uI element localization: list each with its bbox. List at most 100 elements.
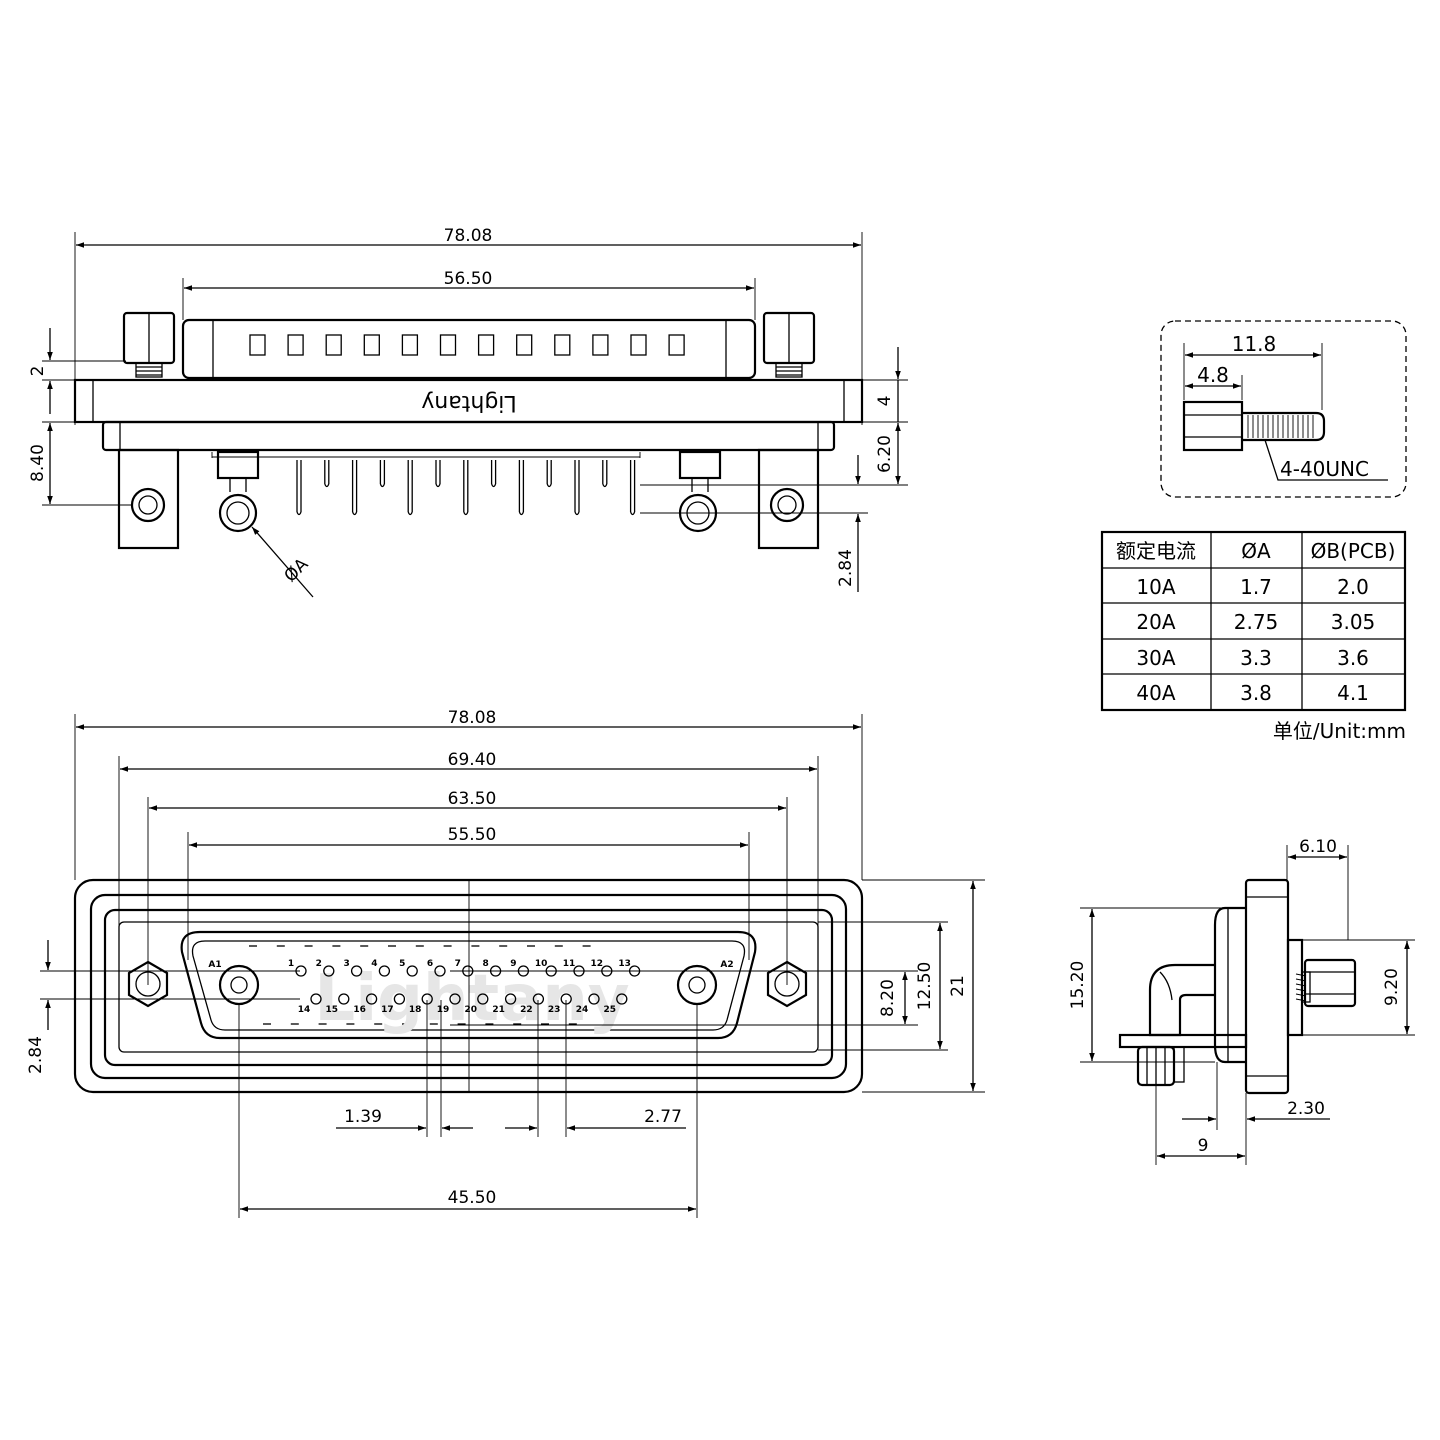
pin-number: 4 xyxy=(371,959,377,969)
pin-number: 20 xyxy=(465,1005,478,1015)
pin-number: 18 xyxy=(409,1005,422,1015)
dim-pitch-a-label: 1.39 xyxy=(344,1107,382,1127)
signal-pin: 3 xyxy=(343,959,363,977)
left-coax-terminal xyxy=(216,450,260,533)
pcb-pin xyxy=(324,460,330,488)
table-cell: 10A xyxy=(1136,575,1175,599)
side-rear-housing xyxy=(1213,906,1246,1064)
table-cell: 3.05 xyxy=(1331,610,1376,634)
dim-side-bottom-large-label: 9 xyxy=(1198,1136,1209,1156)
table-cell: 4.1 xyxy=(1337,681,1369,705)
dim-front-right-shell-label: 12.50 xyxy=(915,962,935,1011)
screw-detail-frame xyxy=(1160,320,1407,498)
signal-pin: 16 xyxy=(353,993,378,1015)
signal-pin: 1 xyxy=(288,959,307,977)
pcb-pins xyxy=(296,460,636,516)
pin-number: 11 xyxy=(563,959,576,969)
pcb-pin xyxy=(574,460,580,516)
table-header-phi-b: ØB(PCB) xyxy=(1311,539,1396,563)
right-hex-nut xyxy=(766,960,808,1008)
pcb-pin xyxy=(379,460,386,488)
contact-slot xyxy=(668,334,685,356)
table-cell: 40A xyxy=(1136,681,1175,705)
table-cell: 2.75 xyxy=(1234,610,1279,634)
signal-pin: 15 xyxy=(326,993,350,1015)
dim-top-overall-label: 78.08 xyxy=(444,226,493,246)
dim-top-shell-label: 56.50 xyxy=(444,269,493,289)
left-hex-nut xyxy=(127,960,169,1008)
signal-pin: 4 xyxy=(371,959,391,977)
pin-number: 19 xyxy=(437,1005,450,1015)
left-board-bracket xyxy=(117,448,180,550)
pin-number: 23 xyxy=(548,1005,561,1015)
label-a1: A1 xyxy=(208,960,221,970)
d-shell-inner xyxy=(191,940,746,1031)
front-flange-mid xyxy=(89,893,848,1080)
dim-side-top-label: 6.10 xyxy=(1299,837,1337,857)
dim-side-left-label: 15.20 xyxy=(1068,961,1088,1010)
pcb-pin xyxy=(463,460,469,516)
side-board-bracket xyxy=(1118,1033,1248,1049)
pin-number: 14 xyxy=(298,1005,311,1015)
unit-note: 单位/Unit:mm xyxy=(1273,719,1406,743)
table-cell: 20A xyxy=(1136,610,1175,634)
pin-number: 3 xyxy=(343,959,349,969)
contact-slot xyxy=(630,334,647,356)
contact-slot xyxy=(477,334,495,356)
side-view: 6.10 15.20 9.20 xyxy=(1068,837,1415,1165)
contact-slot xyxy=(554,334,571,356)
current-table: 额定电流 ØA ØB(PCB) 10A 1.7 2.0 20A 2.75 3.0… xyxy=(1100,530,1407,743)
pin-number: 12 xyxy=(591,959,604,969)
dim-front-right-total-label: 21 xyxy=(948,975,968,997)
pin-number: 1 xyxy=(288,959,294,969)
contact-slot xyxy=(439,334,457,356)
pcb-pin xyxy=(351,460,358,516)
dim-top-right-pitch-label: 2.84 xyxy=(836,549,856,587)
label-a2: A2 xyxy=(720,960,733,970)
pin-number: 9 xyxy=(510,959,516,969)
dim-screw-length-label: 11.8 xyxy=(1232,332,1277,356)
pcb-pin xyxy=(296,460,302,516)
dim-side-right-label: 9.20 xyxy=(1382,968,1402,1006)
contact-slot xyxy=(592,334,609,356)
dim-top-right-pins-label: 6.20 xyxy=(875,435,895,473)
contact-slot xyxy=(287,334,304,356)
pin-number: 25 xyxy=(604,1005,617,1015)
coax-a1 xyxy=(218,964,260,1006)
contact-slot xyxy=(401,334,419,356)
dim-top-left-large-label: 8.40 xyxy=(28,444,48,482)
dim-front-left-pitch-label: 2.84 xyxy=(26,1036,46,1074)
signal-pin: 5 xyxy=(399,959,418,977)
table-cell: 2.0 xyxy=(1337,575,1369,599)
pcb-pin xyxy=(629,460,636,516)
signal-pin: 19 xyxy=(437,993,461,1015)
pin-number: 22 xyxy=(520,1005,533,1015)
screw-thread xyxy=(1242,411,1326,442)
signal-pin: 20 xyxy=(465,993,489,1015)
pcb-pin xyxy=(546,460,552,488)
screw-head xyxy=(1182,400,1244,452)
table-cell: 3.3 xyxy=(1240,646,1272,670)
side-front-shell xyxy=(1286,938,1304,1037)
dim-top-right-flange-label: 4 xyxy=(875,396,895,407)
pin-number: 5 xyxy=(399,959,405,969)
table-cell: 1.7 xyxy=(1240,575,1272,599)
front-view: 78.08 69.40 63.50 55.50 Lightany xyxy=(26,708,985,1218)
table-cell: 3.8 xyxy=(1240,681,1272,705)
top-pin-slots xyxy=(249,334,685,356)
pin-number: 15 xyxy=(326,1005,339,1015)
signal-pin: 6 xyxy=(427,959,446,977)
pin-number: 21 xyxy=(492,1005,505,1015)
dim-screw-head-label: 4.8 xyxy=(1197,363,1229,387)
contact-slot xyxy=(516,334,533,356)
d-shell-outer xyxy=(180,930,757,1040)
dim-front-inner-label: 55.50 xyxy=(448,825,497,845)
pin-number: 10 xyxy=(535,959,548,969)
pin-number: 17 xyxy=(381,1005,394,1015)
signal-pin: 21 xyxy=(492,993,517,1015)
dim-front-mount-label: 69.40 xyxy=(448,750,497,770)
contact-slot xyxy=(363,334,380,356)
dim-front-overall-label: 78.08 xyxy=(448,708,497,728)
coax-a2 xyxy=(676,964,718,1006)
front-flange-inner xyxy=(103,908,834,1067)
